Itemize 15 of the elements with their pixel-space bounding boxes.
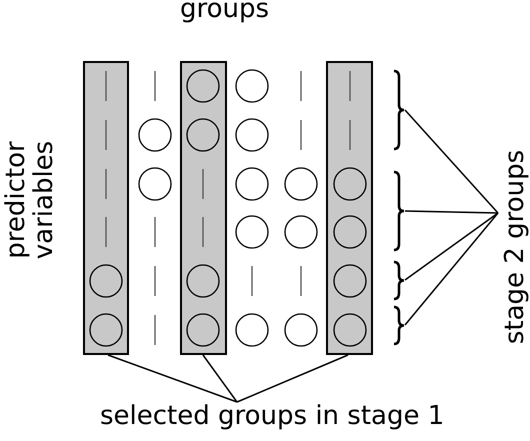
text-label: stage 2 groups [498,102,530,392]
leader-line [404,212,498,281]
leader-line [236,354,348,403]
leader-line [108,354,238,403]
axis-label: predictor variables [2,140,58,262]
curly-brace [392,261,405,300]
leader-line [202,354,238,402]
curly-brace [392,306,405,345]
curly-brace [392,171,405,251]
leader-line [404,210,498,214]
text-label: selected groups in stage 1 [100,399,530,433]
leader-line [404,212,499,326]
curly-brace [392,70,405,150]
title: groups [180,0,270,26]
leader-line [404,110,499,214]
